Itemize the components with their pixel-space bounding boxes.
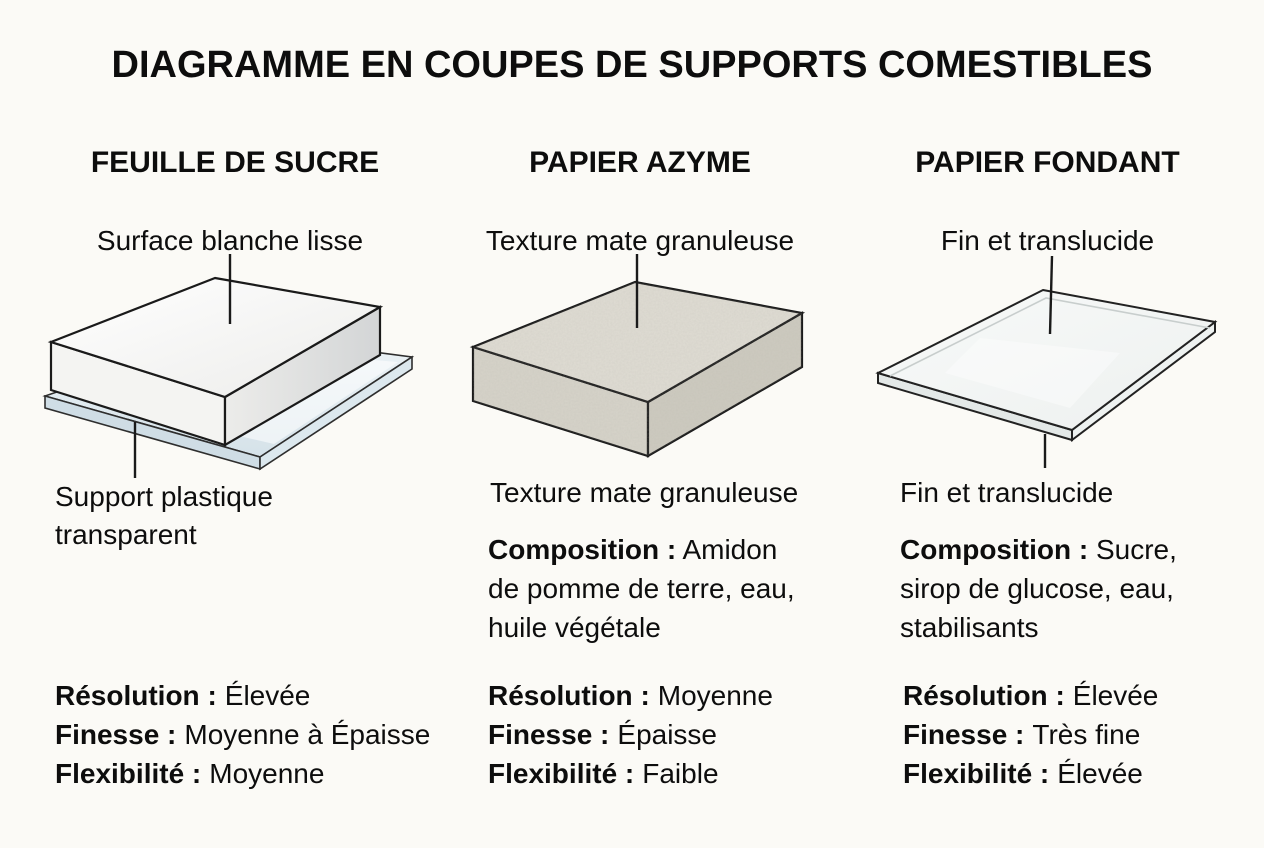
sheet-inner-lip <box>889 297 1211 377</box>
callout-fin-et-translucide-2: Fin et translucide <box>900 477 1114 508</box>
stat-flexibilite: Flexibilité :Faible <box>488 754 773 793</box>
column-header-papier-fondant: PAPIER FONDANT <box>915 146 1180 179</box>
stat-label: Flexibilité : <box>903 758 1050 789</box>
stat-label: Résolution : <box>488 680 650 711</box>
callout-line-top <box>1048 255 1054 335</box>
grain-texture <box>473 282 802 456</box>
fondant-sheet-illustration <box>875 255 1218 468</box>
stat-label: Flexibilité : <box>488 758 635 789</box>
composition-label: Composition : <box>488 534 677 565</box>
composition-papier-fondant: Composition : Sucre, sirop de glucose, e… <box>900 530 1215 647</box>
composition-label: Composition : <box>900 534 1089 565</box>
stat-label: Finesse : <box>903 719 1025 750</box>
stat-resolution: Résolution :Moyenne <box>488 676 773 715</box>
stat-value: Épaisse <box>617 719 718 750</box>
stat-label: Finesse : <box>488 719 610 750</box>
stat-resolution: Résolution :Élevée <box>55 676 430 715</box>
column-header-papier-azyme: PAPIER AZYME <box>529 146 751 179</box>
wafer-slab-illustration <box>469 254 806 458</box>
column-header-feuille-de-sucre: FEUILLE DE SUCRE <box>90 146 380 179</box>
sugar-sheet-illustration <box>42 254 415 478</box>
stat-label: Finesse : <box>55 719 177 750</box>
fondant-sheet <box>875 288 1218 443</box>
stats-feuille-de-sucre: Résolution :Élevée Finesse :Moyenne à Ép… <box>55 676 430 793</box>
stat-flexibilite: Flexibilité :Élevée <box>903 754 1158 793</box>
composition-value: Amidon de pomme de terre, eau, huile vég… <box>488 534 795 643</box>
stat-resolution: Résolution :Élevée <box>903 676 1158 715</box>
stat-flexibilite: Flexibilité :Moyenne <box>55 754 430 793</box>
slab-top-face <box>47 276 384 399</box>
wafer-slab <box>469 280 806 458</box>
callout-texture-mate-granuleuse-2: Texture mate granuleuse <box>490 477 799 508</box>
stat-value: Élevée <box>1057 758 1143 789</box>
page-title: DIAGRAMME EN COUPES DE SUPPORTS COMESTIB… <box>111 44 1153 86</box>
stat-value: Moyenne <box>209 758 325 789</box>
stat-value: Moyenne <box>657 680 773 711</box>
sugar-sheet-slab <box>47 276 384 447</box>
callout-texture-mate-granuleuse: Texture mate granuleuse <box>485 225 795 256</box>
stat-finesse: Finesse :Épaisse <box>488 715 773 754</box>
stat-label: Flexibilité : <box>55 758 202 789</box>
stat-value: Faible <box>642 758 719 789</box>
sheet-top-face <box>875 288 1218 432</box>
stat-label: Résolution : <box>55 680 217 711</box>
stat-value: Élevée <box>1072 680 1159 711</box>
callout-support-plastique-transparent: Support plastique transparent <box>55 481 273 550</box>
stat-value: Très fine <box>1032 719 1141 750</box>
stat-finesse: Finesse :Très fine <box>903 715 1158 754</box>
callout-surface-blanche-lisse: Surface blanche lisse <box>96 225 364 256</box>
stats-papier-fondant: Résolution :Élevée Finesse :Très fine Fl… <box>903 676 1158 793</box>
stat-label: Résolution : <box>903 680 1065 711</box>
callout-fin-et-translucide: Fin et translucide <box>940 225 1155 256</box>
stats-papier-azyme: Résolution :Moyenne Finesse :Épaisse Fle… <box>488 676 773 793</box>
composition-papier-azyme: Composition : Amidon de pomme de terre, … <box>488 530 803 647</box>
stat-value: Élevée <box>224 680 311 711</box>
composition-value: Sucre, sirop de glucose, eau, stabilisan… <box>900 534 1177 643</box>
stat-value: Moyenne à Épaisse <box>184 719 431 750</box>
stat-finesse: Finesse :Moyenne à Épaisse <box>55 715 430 754</box>
sheet-highlight <box>945 338 1120 408</box>
